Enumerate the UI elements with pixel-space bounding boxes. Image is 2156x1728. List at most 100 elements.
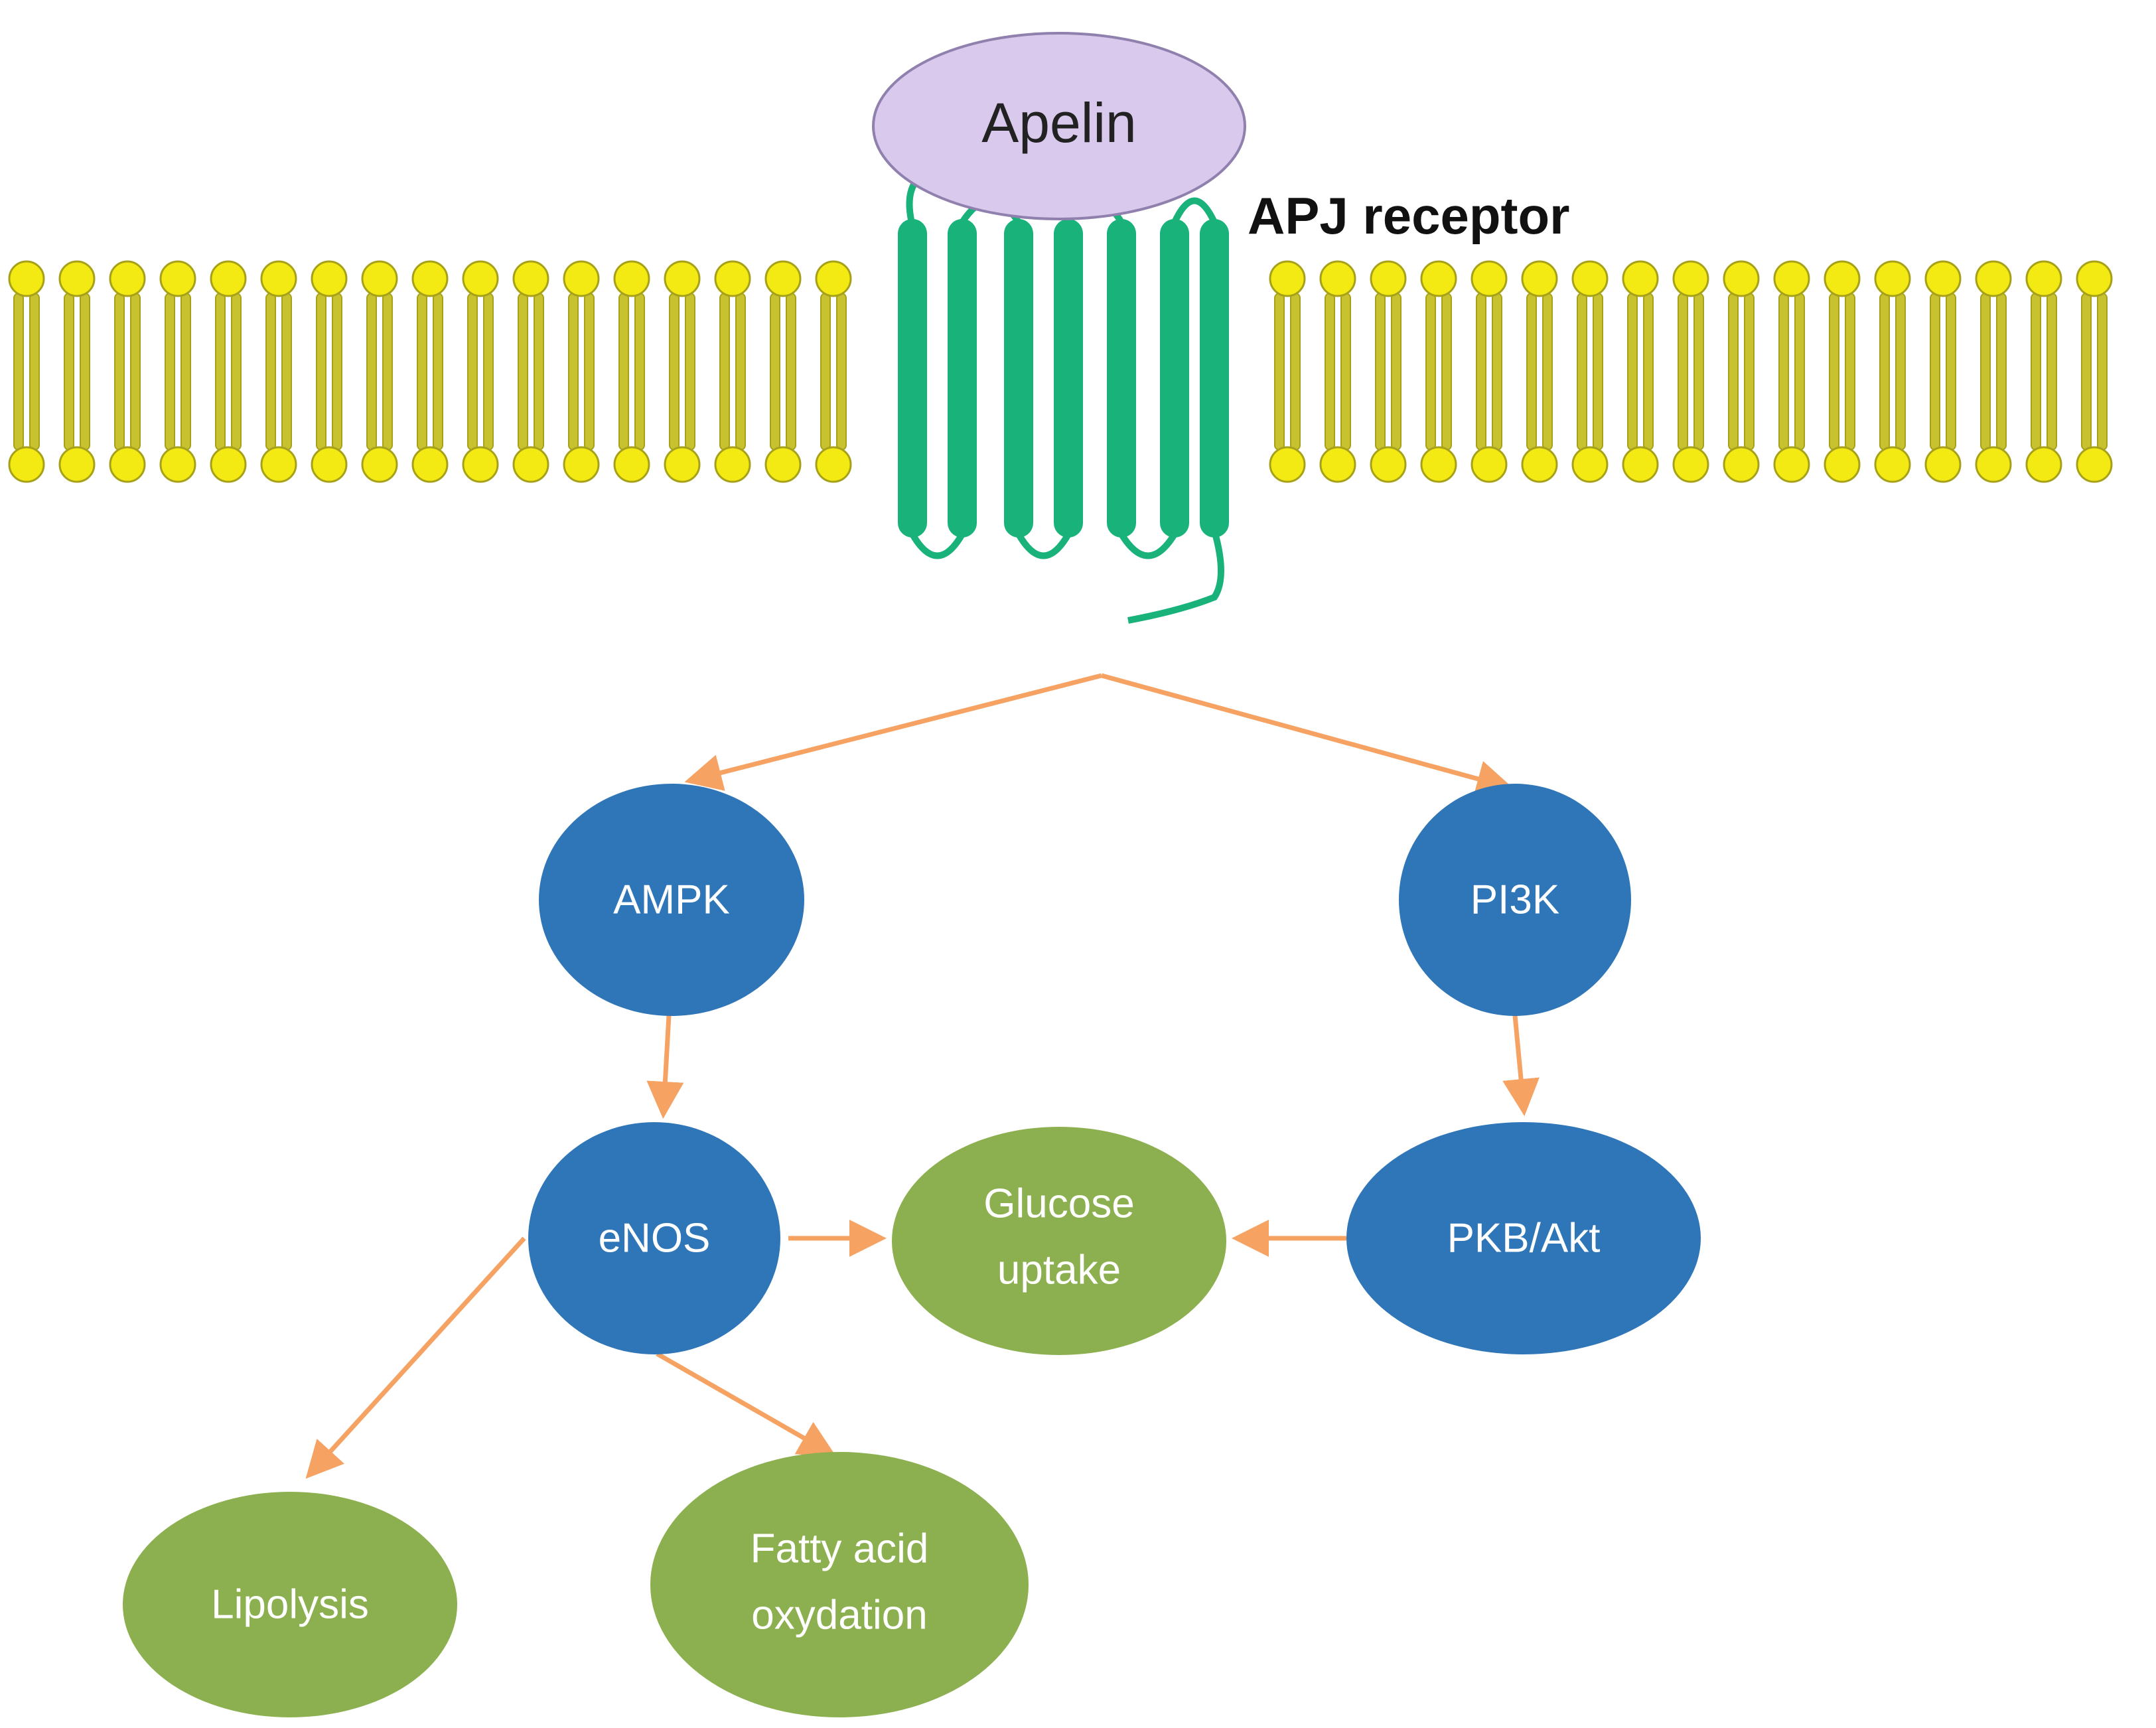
- receptor-helix: [1054, 219, 1083, 538]
- arrow-enos-to-lipolysis: [305, 1236, 526, 1479]
- lipid-head-top: [311, 260, 348, 297]
- lipid-tail: [483, 293, 494, 451]
- pi3k-label: PI3K: [1471, 877, 1559, 922]
- lipid-head-bottom: [210, 446, 247, 483]
- lipid-tail: [1980, 293, 1991, 451]
- lipid-head-top: [1924, 260, 1962, 297]
- node-pi3k: PI3K: [1399, 784, 1631, 1016]
- lipid-tail: [1526, 293, 1537, 451]
- lipid-tail: [1930, 293, 1940, 451]
- arrow-receptor-to-ampk: [684, 673, 1102, 791]
- lipid-tail: [1593, 293, 1603, 451]
- enos-ellipse: [528, 1122, 780, 1354]
- lipid-head-top: [1319, 260, 1356, 297]
- pkbakt-ellipse: [1346, 1122, 1701, 1354]
- receptor-helix: [1200, 219, 1229, 538]
- lipid-tail: [2031, 293, 2041, 451]
- lipid-tail: [366, 293, 377, 451]
- lipid-head-bottom: [1622, 446, 1659, 483]
- lipid-tail: [1693, 293, 1704, 451]
- lipid-head-bottom: [1571, 446, 1609, 483]
- lipid-head-top: [159, 260, 196, 297]
- node-ampk: AMPK: [539, 784, 804, 1016]
- lipid-tail: [2081, 293, 2092, 451]
- lipid-tail: [719, 293, 730, 451]
- lipid-head-bottom: [1521, 446, 1558, 483]
- lipid-tail: [1845, 293, 1855, 451]
- lipid-head-top: [210, 260, 247, 297]
- lipid-head-top: [512, 260, 549, 297]
- node-lipolysis: Lipolysis: [123, 1492, 457, 1717]
- lipid-head-top: [1370, 260, 1407, 297]
- lipid-head-bottom: [1319, 446, 1356, 483]
- lipid-head-bottom: [815, 446, 852, 483]
- lipid-head-bottom: [159, 446, 196, 483]
- lipid-tail: [685, 293, 695, 451]
- lipid-head-bottom: [361, 446, 398, 483]
- apj-receptor-label: APJ receptor: [1248, 186, 1570, 245]
- lipid-head-bottom: [311, 446, 348, 483]
- lipid-tail: [13, 293, 24, 451]
- lipid-tail: [1425, 293, 1436, 451]
- lipid-tail: [820, 293, 831, 451]
- receptor-helix: [1160, 219, 1189, 538]
- fatty-ellipse: [650, 1452, 1029, 1717]
- lipid-head-top: [1420, 260, 1457, 297]
- lipid-tail: [2097, 293, 2108, 451]
- pi3k-ellipse: [1399, 784, 1631, 1016]
- ampk-ellipse: [539, 784, 804, 1016]
- glucose-label-line1: Glucose: [983, 1181, 1134, 1226]
- lipid-tail: [1290, 293, 1301, 451]
- lipid-tail: [735, 293, 746, 451]
- lipid-tail: [1996, 293, 2007, 451]
- lipid-tail: [316, 293, 326, 451]
- lipid-tail: [64, 293, 74, 451]
- receptor-loop-intracellular: [1015, 532, 1072, 559]
- arrow-pi3k-to-pkbakt: [1502, 1015, 1540, 1116]
- signaling-arrows: [305, 673, 1540, 1479]
- lipid-head-bottom: [58, 446, 96, 483]
- lipid-bilayer-membrane: [8, 260, 2113, 483]
- lipid-tail: [618, 293, 629, 451]
- lipid-tail: [281, 293, 292, 451]
- arrow-ampk-to-enos: [646, 1015, 684, 1119]
- lipid-tail: [215, 293, 226, 451]
- lipid-tail: [114, 293, 125, 451]
- lipid-tail: [1794, 293, 1805, 451]
- lipid-head-bottom: [2025, 446, 2062, 483]
- lipid-tail: [180, 293, 191, 451]
- lipid-tail: [836, 293, 847, 451]
- apelin-ligand: Apelin: [872, 32, 1246, 220]
- lipid-tail: [1946, 293, 1956, 451]
- lipid-head-bottom: [1874, 446, 1911, 483]
- node-pkbakt: PKB/Akt: [1346, 1122, 1701, 1354]
- glucose-label-line2: uptake: [997, 1247, 1121, 1293]
- lipid-tail: [1895, 293, 1906, 451]
- lipid-head-top: [1672, 260, 1709, 297]
- lipid-tail: [2047, 293, 2057, 451]
- lipid-head-bottom: [1975, 446, 2012, 483]
- receptor-loop-intracellular: [1118, 532, 1178, 559]
- node-enos: eNOS: [528, 1122, 780, 1354]
- lipid-head-bottom: [512, 446, 549, 483]
- lipid-head-top: [613, 260, 650, 297]
- arrow-enos-to-fatty: [656, 1351, 837, 1457]
- lipid-tail: [1542, 293, 1553, 451]
- pkbakt-label: PKB/Akt: [1447, 1215, 1601, 1261]
- node-glucose-uptake: Glucose uptake: [892, 1127, 1226, 1355]
- lipid-head-bottom: [1773, 446, 1810, 483]
- lipid-head-bottom: [109, 446, 146, 483]
- lipid-head-top: [664, 260, 701, 297]
- lipid-tail: [1441, 293, 1452, 451]
- lipid-head-bottom: [764, 446, 802, 483]
- arrow-receptor-to-pi3k: [1101, 673, 1514, 797]
- lipid-tail: [130, 293, 141, 451]
- fatty-label-line2: oxydation: [751, 1592, 927, 1638]
- lipid-head-bottom: [2076, 446, 2113, 483]
- enos-label: eNOS: [599, 1215, 711, 1261]
- lipid-tail: [231, 293, 242, 451]
- lipid-head-bottom: [8, 446, 45, 483]
- lipid-tail: [332, 293, 342, 451]
- lipid-tail: [1678, 293, 1688, 451]
- lipid-tail: [1643, 293, 1654, 451]
